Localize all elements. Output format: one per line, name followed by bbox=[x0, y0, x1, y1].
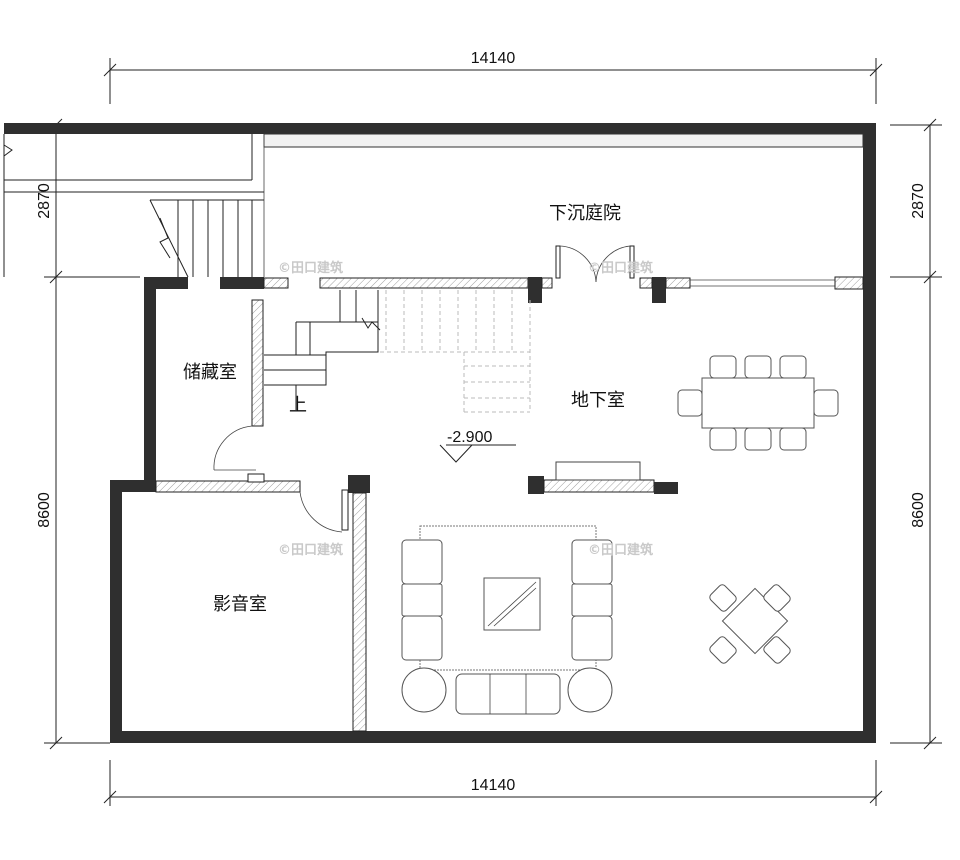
watermark: ©田口建筑 bbox=[278, 260, 343, 276]
tv-partition bbox=[528, 461, 678, 494]
courtyard-double-door bbox=[555, 245, 635, 283]
storage-walls bbox=[155, 299, 301, 493]
dining-table bbox=[677, 355, 839, 451]
dim-right-upper-text: 2870 bbox=[910, 183, 927, 219]
dimension-top: 14140 bbox=[103, 50, 883, 104]
room-label-basement: 地下室 bbox=[571, 390, 625, 411]
interior-stair bbox=[264, 290, 531, 413]
dim-left-lower-text: 8600 bbox=[36, 492, 53, 528]
courtyard-edge bbox=[263, 133, 864, 277]
dim-left-upper-text: 2870 bbox=[36, 183, 53, 219]
square-table bbox=[709, 584, 791, 664]
dimension-right: 2870 8600 bbox=[890, 118, 942, 750]
theater-walls bbox=[299, 475, 370, 732]
courtyard-basement-wall bbox=[220, 276, 864, 303]
elevation-marker: -2.900 bbox=[439, 429, 516, 463]
living-room-set bbox=[401, 525, 613, 715]
stair-up-label: 上 bbox=[289, 395, 307, 416]
room-label-storage: 储藏室 bbox=[183, 362, 237, 383]
dim-top-text: 14140 bbox=[471, 50, 516, 67]
dim-right-lower-text: 8600 bbox=[910, 492, 927, 528]
watermark: ©田口建筑 bbox=[278, 542, 343, 558]
dimension-left: 2870 8600 bbox=[36, 118, 140, 750]
room-label-courtyard: 下沉庭院 bbox=[549, 203, 621, 224]
exterior-stair bbox=[3, 134, 264, 278]
elevation-text: -2.900 bbox=[447, 429, 492, 446]
exterior-walls bbox=[4, 123, 876, 743]
watermark: ©田口建筑 bbox=[588, 542, 653, 558]
watermark: ©田口建筑 bbox=[588, 260, 653, 276]
room-label-theater: 影音室 bbox=[213, 594, 267, 615]
dimension-bottom: 14140 bbox=[103, 760, 883, 806]
dim-bottom-text: 14140 bbox=[471, 777, 516, 794]
